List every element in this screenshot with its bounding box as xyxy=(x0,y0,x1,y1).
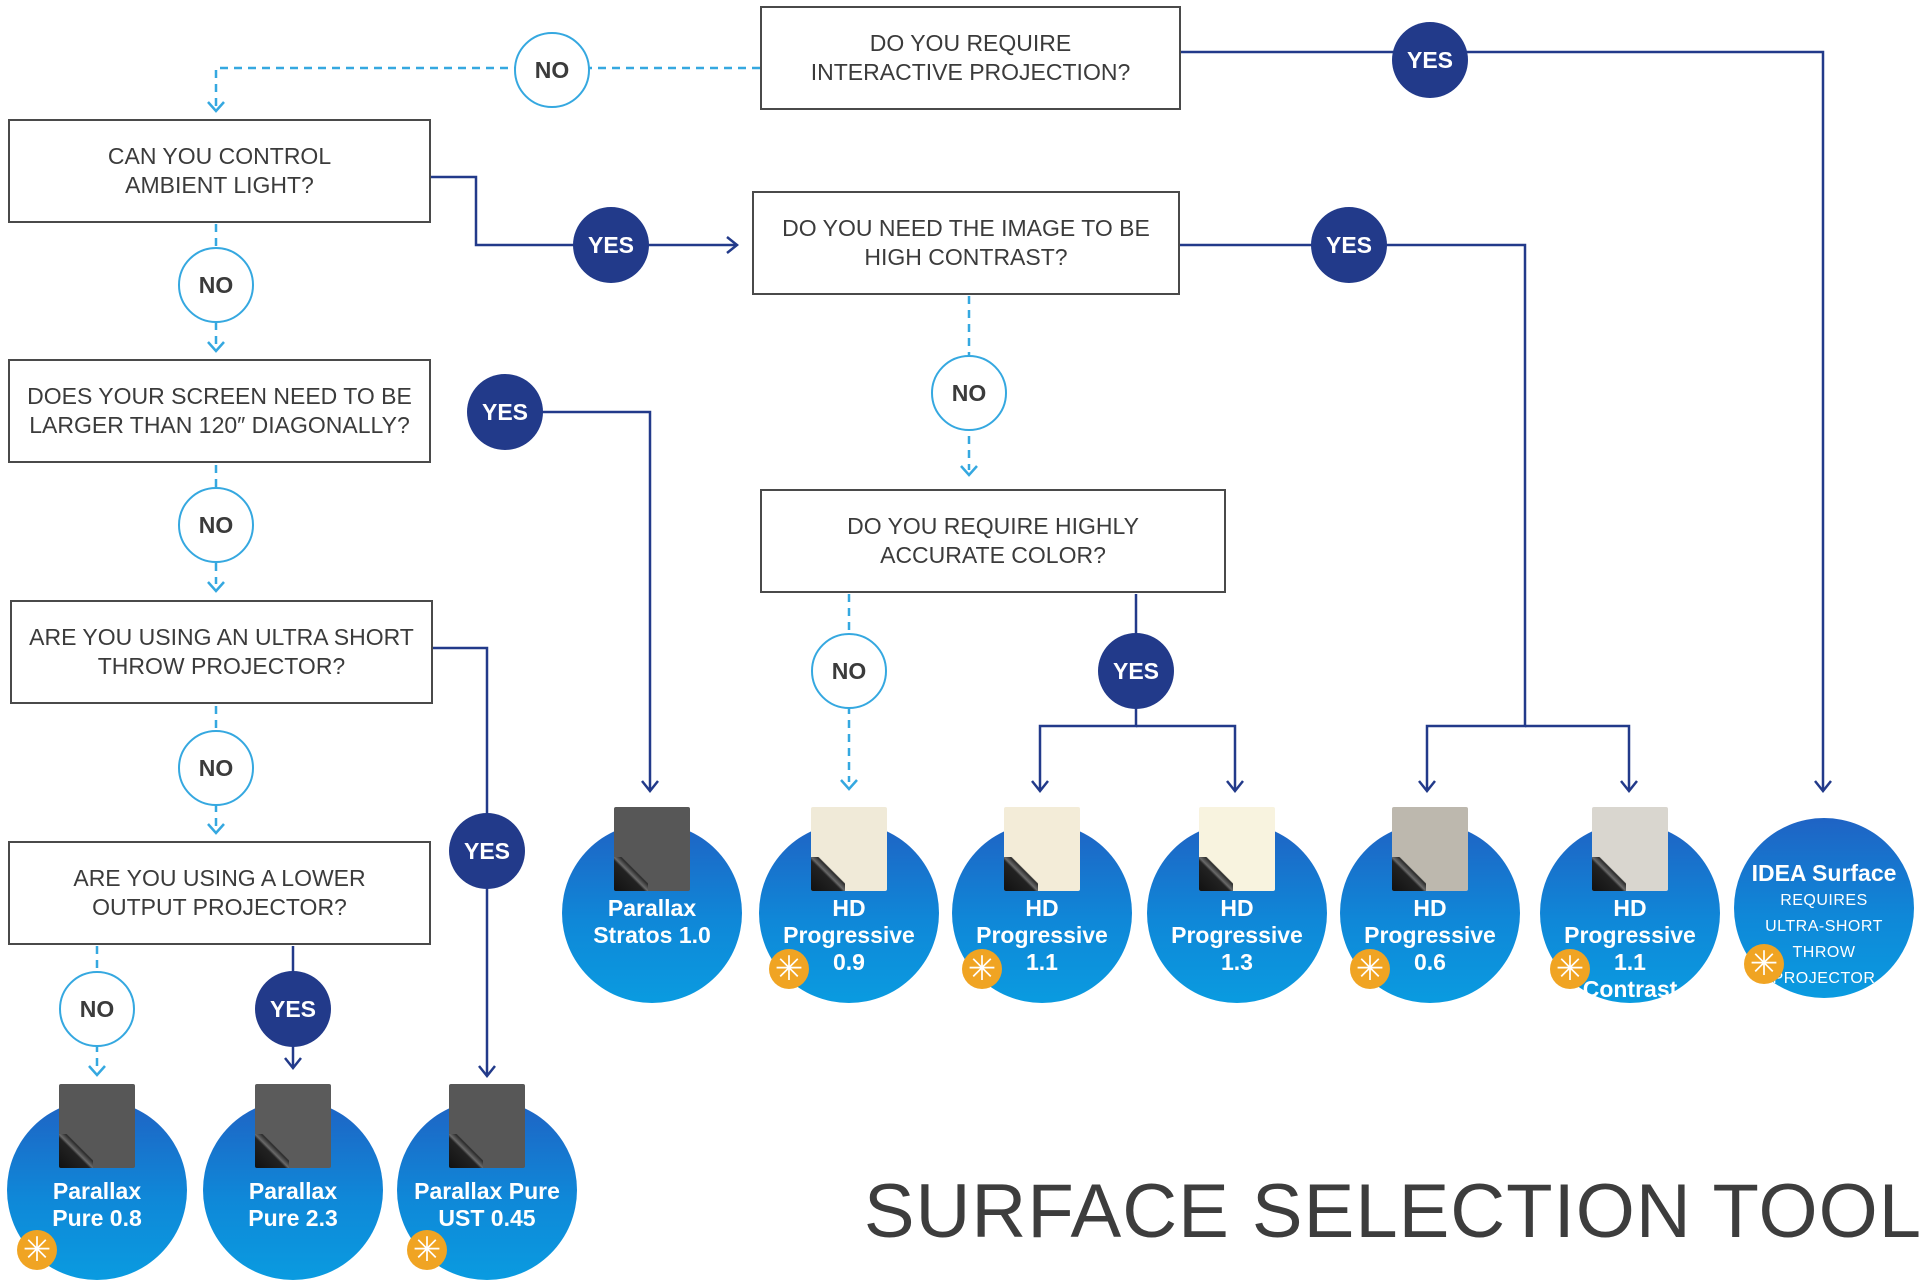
star-icon: ✳ xyxy=(1744,944,1784,984)
product-name-line: Stratos 1.0 xyxy=(593,922,711,948)
swatch-icon xyxy=(811,807,887,891)
yes-badge: YES xyxy=(449,813,525,889)
product-note-line: PROJECTOR xyxy=(1772,970,1876,987)
product-name-line: Parallax xyxy=(52,1178,142,1204)
product-title: IDEA Surface xyxy=(1751,860,1897,886)
no-badge: NO xyxy=(931,355,1007,431)
star-icon: ✳ xyxy=(962,949,1002,989)
question-accurate-color: DO YOU REQUIRE HIGHLY ACCURATE COLOR? xyxy=(760,489,1226,593)
product-name-line: Contrast xyxy=(1582,976,1678,1002)
swatch-icon xyxy=(1004,807,1080,891)
question-line: THROW PROJECTOR? xyxy=(97,653,346,679)
question-line: LARGER THAN 120″ DIAGONALLY? xyxy=(29,412,410,438)
question-lower-output: ARE YOU USING A LOWER OUTPUT PROJECTOR? xyxy=(8,841,431,945)
product-name-line: Progressive xyxy=(1171,922,1303,948)
question-line: INTERACTIVE PROJECTION? xyxy=(810,59,1131,85)
question-interactive-projection: DO YOU REQUIRE INTERACTIVE PROJECTION? xyxy=(760,6,1181,110)
product-name-line: Parallax xyxy=(248,1178,338,1204)
swatch-icon xyxy=(1199,807,1275,891)
question-line: HIGH CONTRAST? xyxy=(864,244,1068,270)
no-badge: NO xyxy=(178,247,254,323)
product-name-line: HD xyxy=(1025,895,1059,921)
question-line: ARE YOU USING A LOWER xyxy=(73,865,366,891)
swatch-icon xyxy=(1592,807,1668,891)
product-name: IDEA Surface REQUIRES ULTRA-SHORT THROW … xyxy=(1742,858,1906,992)
product-note-line: REQUIRES xyxy=(1780,892,1868,909)
swatch-icon xyxy=(449,1084,525,1168)
question-high-contrast: DO YOU NEED THE IMAGE TO BE HIGH CONTRAST… xyxy=(752,191,1180,295)
product-name-line: UST 0.45 xyxy=(438,1205,536,1231)
product-name-line: Progressive xyxy=(783,922,915,948)
question-line: DOES YOUR SCREEN NEED TO BE xyxy=(27,383,412,409)
question-line: OUTPUT PROJECTOR? xyxy=(92,894,347,920)
star-icon: ✳ xyxy=(1350,949,1390,989)
question-ultra-short-throw: ARE YOU USING AN ULTRA SHORT THROW PROJEC… xyxy=(10,600,433,704)
product-name-line: Parallax Pure xyxy=(414,1178,560,1204)
product-name-line: Progressive xyxy=(976,922,1108,948)
product-name-line: Parallax xyxy=(607,895,697,921)
question-line: DO YOU REQUIRE HIGHLY xyxy=(847,513,1139,539)
star-icon: ✳ xyxy=(769,949,809,989)
swatch-icon xyxy=(255,1084,331,1168)
product-name-line: 0.6 xyxy=(1414,949,1446,975)
question-line: AMBIENT LIGHT? xyxy=(125,172,314,198)
product-name-line: Progressive xyxy=(1364,922,1496,948)
star-icon: ✳ xyxy=(407,1230,447,1270)
question-line: ACCURATE COLOR? xyxy=(880,542,1106,568)
product-name-line: HD xyxy=(1613,895,1647,921)
product-name-line: HD xyxy=(832,895,866,921)
product-name-line: 0.9 xyxy=(833,949,865,975)
no-badge: NO xyxy=(514,32,590,108)
no-badge: NO xyxy=(59,971,135,1047)
yes-badge: YES xyxy=(467,374,543,450)
no-badge: NO xyxy=(178,487,254,563)
swatch-icon xyxy=(614,807,690,891)
star-icon: ✳ xyxy=(1550,949,1590,989)
yes-badge: YES xyxy=(1311,207,1387,283)
product-name-line: Progressive 1.1 xyxy=(1564,922,1696,975)
yes-badge: YES xyxy=(255,971,331,1047)
question-line: DO YOU REQUIRE xyxy=(869,30,1072,56)
question-line: DO YOU NEED THE IMAGE TO BE xyxy=(782,215,1150,241)
product-name-line: Pure 0.8 xyxy=(52,1205,142,1231)
question-larger-screen: DOES YOUR SCREEN NEED TO BE LARGER THAN 1… xyxy=(8,359,431,463)
product-name-line: Pure 2.3 xyxy=(248,1205,338,1231)
product-name-line: HD xyxy=(1220,895,1254,921)
product-name-line: 1.1 xyxy=(1026,949,1058,975)
product-name-line: 1.3 xyxy=(1221,949,1253,975)
star-icon: ✳ xyxy=(17,1230,57,1270)
yes-badge: YES xyxy=(1392,22,1468,98)
question-ambient-light: CAN YOU CONTROL AMBIENT LIGHT? xyxy=(8,119,431,223)
yes-badge: YES xyxy=(1098,633,1174,709)
swatch-icon xyxy=(59,1084,135,1168)
no-badge: NO xyxy=(811,633,887,709)
page-title: SURFACE SELECTION TOOL xyxy=(863,1169,1922,1254)
question-line: CAN YOU CONTROL xyxy=(107,143,332,169)
product-note-line: ULTRA-SHORT THROW xyxy=(1765,918,1883,961)
product-idea-surface[interactable]: IDEA Surface REQUIRES ULTRA-SHORT THROW … xyxy=(1734,818,1914,998)
swatch-icon xyxy=(1392,807,1468,891)
product-name-line: HD xyxy=(1413,895,1447,921)
yes-badge: YES xyxy=(573,207,649,283)
question-line: ARE YOU USING AN ULTRA SHORT xyxy=(29,624,414,650)
no-badge: NO xyxy=(178,730,254,806)
